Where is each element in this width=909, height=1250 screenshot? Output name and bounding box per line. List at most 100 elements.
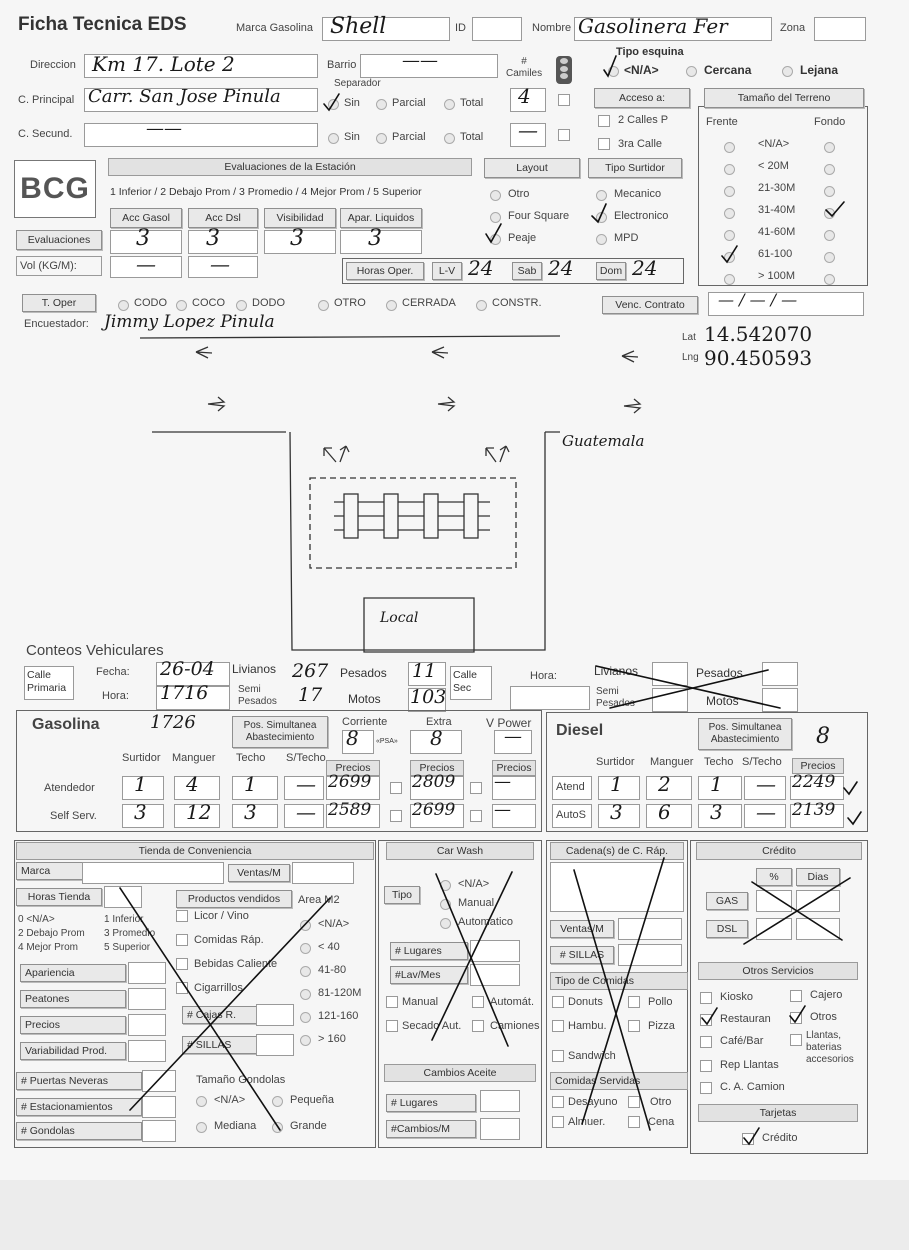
dsl-cell-surtidor[interactable] bbox=[598, 804, 640, 828]
separador2-radio-parcial[interactable] bbox=[376, 133, 387, 144]
credito-dsl-pct[interactable] bbox=[756, 918, 792, 940]
credito-dsl-dias[interactable] bbox=[796, 918, 840, 940]
tienda-product-check[interactable] bbox=[176, 934, 188, 946]
dsl-cell-techo[interactable] bbox=[698, 776, 742, 800]
acceso-check-2calles[interactable] bbox=[598, 115, 610, 127]
oper-radio-constr[interactable] bbox=[476, 300, 487, 311]
motos-field[interactable] bbox=[408, 688, 446, 712]
vol-field-1[interactable] bbox=[110, 256, 182, 278]
acceso-button[interactable]: Acceso a: bbox=[594, 88, 690, 108]
gas-cell-p2[interactable] bbox=[410, 804, 464, 828]
oper-radio-cerrada[interactable] bbox=[386, 300, 397, 311]
tienda-horas-field[interactable] bbox=[104, 886, 142, 908]
nombre-field[interactable] bbox=[574, 17, 772, 41]
terrain-fondo-radio[interactable] bbox=[824, 186, 835, 197]
tienda-area-radio[interactable] bbox=[300, 989, 311, 1000]
otros-check-repllantas[interactable] bbox=[700, 1060, 712, 1072]
separador-radio-total[interactable] bbox=[444, 99, 455, 110]
terrain-fondo-radio[interactable] bbox=[824, 252, 835, 263]
corriente-field[interactable] bbox=[342, 730, 374, 754]
hora2-field[interactable] bbox=[510, 686, 590, 710]
tienda-marca-field[interactable] bbox=[82, 862, 224, 884]
dsl-cell-techo[interactable] bbox=[698, 804, 742, 828]
otros-check-kiosko[interactable] bbox=[700, 992, 712, 1004]
cadena-check-pollo[interactable] bbox=[628, 996, 640, 1008]
terrain-frente-radio[interactable] bbox=[724, 252, 735, 263]
motos2-field[interactable] bbox=[762, 688, 798, 712]
gondola-radio-na[interactable] bbox=[196, 1096, 207, 1107]
gas-cell-p2[interactable] bbox=[410, 776, 464, 800]
carwash-lugares-field[interactable] bbox=[470, 940, 520, 962]
gas-cell-p3[interactable] bbox=[492, 804, 536, 828]
principal-field[interactable] bbox=[84, 88, 318, 112]
gas-cell-techo[interactable] bbox=[232, 804, 278, 828]
zona-field[interactable] bbox=[814, 17, 866, 41]
id-field[interactable] bbox=[472, 17, 522, 41]
extra-field[interactable] bbox=[410, 730, 462, 754]
gas-cell-p1[interactable] bbox=[326, 804, 380, 828]
carwash-check-auto[interactable] bbox=[472, 996, 484, 1008]
terrain-frente-radio[interactable] bbox=[724, 164, 735, 175]
eval-field-4[interactable] bbox=[340, 230, 422, 254]
gas-check-1[interactable] bbox=[390, 810, 402, 822]
carwash-radio-manual[interactable] bbox=[440, 899, 451, 910]
acceso-check-3ra[interactable] bbox=[598, 138, 610, 150]
layout-radio-foursquare[interactable] bbox=[490, 212, 501, 223]
cadena-ventas-field[interactable] bbox=[618, 918, 682, 940]
oper-radio-dodo[interactable] bbox=[236, 300, 247, 311]
gas-cell-manguer[interactable] bbox=[174, 804, 220, 828]
col-acc-gasol[interactable]: Acc Gasol bbox=[110, 208, 182, 228]
pesados-field[interactable] bbox=[408, 662, 446, 686]
otros-check-cajero[interactable] bbox=[790, 990, 802, 1002]
otros-check-cafe[interactable] bbox=[700, 1036, 712, 1048]
aceite-cambios-field[interactable] bbox=[480, 1118, 520, 1140]
eval-field-3[interactable] bbox=[264, 230, 336, 254]
tarjetas-check-credito[interactable] bbox=[742, 1133, 754, 1145]
tienda-puertas-field[interactable] bbox=[142, 1070, 176, 1092]
surtidor-radio-mpd[interactable] bbox=[596, 234, 607, 245]
dsl-cell-stecho[interactable] bbox=[744, 804, 786, 828]
carwash-radio-auto[interactable] bbox=[440, 918, 451, 929]
gas-cell-stecho[interactable] bbox=[284, 776, 324, 800]
carwash-lavmes-field[interactable] bbox=[470, 964, 520, 986]
gas-cell-p3[interactable] bbox=[492, 776, 536, 800]
carwash-check-camiones[interactable] bbox=[472, 1020, 484, 1032]
marca-field[interactable] bbox=[322, 17, 450, 41]
cadena-check-hambu[interactable] bbox=[552, 1020, 564, 1032]
terrain-frente-radio[interactable] bbox=[724, 274, 735, 285]
secundaria-field[interactable] bbox=[84, 123, 318, 147]
gas-check-2[interactable] bbox=[470, 782, 482, 794]
eval-field-1[interactable] bbox=[110, 230, 182, 254]
gas-cell-surtidor[interactable] bbox=[122, 776, 164, 800]
servidas-check-cena[interactable] bbox=[628, 1116, 640, 1128]
cadena-check-sandwich[interactable] bbox=[552, 1050, 564, 1062]
otros-check-camion[interactable] bbox=[700, 1082, 712, 1094]
tienda-eval-field[interactable] bbox=[128, 1014, 166, 1036]
livianos2-field[interactable] bbox=[652, 662, 688, 686]
gas-cell-surtidor[interactable] bbox=[122, 804, 164, 828]
terrain-fondo-radio[interactable] bbox=[824, 230, 835, 241]
gas-check-1[interactable] bbox=[390, 782, 402, 794]
esquina-radio-cercana[interactable] bbox=[686, 66, 697, 77]
terrain-frente-radio[interactable] bbox=[724, 230, 735, 241]
tienda-product-check[interactable] bbox=[176, 958, 188, 970]
tienda-area-radio[interactable] bbox=[300, 943, 311, 954]
tienda-eval-field[interactable] bbox=[128, 1040, 166, 1062]
surtidor-radio-mecanico[interactable] bbox=[596, 190, 607, 201]
camiones-check[interactable] bbox=[558, 94, 570, 106]
dsl-cell-stecho[interactable] bbox=[744, 776, 786, 800]
camiones2-check[interactable] bbox=[558, 129, 570, 141]
terrain-frente-radio[interactable] bbox=[724, 208, 735, 219]
terrain-frente-radio[interactable] bbox=[724, 186, 735, 197]
carwash-radio-na[interactable] bbox=[440, 880, 451, 891]
tienda-ventas-field[interactable] bbox=[292, 862, 354, 884]
eval-field-2[interactable] bbox=[188, 230, 258, 254]
otros-check-restauran[interactable] bbox=[700, 1014, 712, 1026]
cadena-check-pizza[interactable] bbox=[628, 1020, 640, 1032]
terrain-fondo-radio[interactable] bbox=[824, 208, 835, 219]
separador2-radio-total[interactable] bbox=[444, 133, 455, 144]
col-visibilidad[interactable]: Visibilidad bbox=[264, 208, 336, 228]
servidas-check-almuer[interactable] bbox=[552, 1116, 564, 1128]
dsl-cell-manguer[interactable] bbox=[646, 804, 692, 828]
tienda-area-radio[interactable] bbox=[300, 920, 311, 931]
